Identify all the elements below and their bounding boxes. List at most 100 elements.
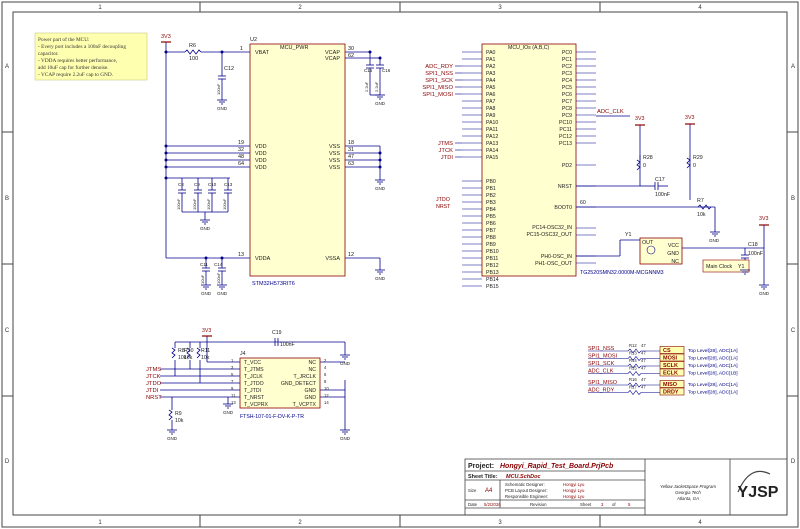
j4-ref: J4 [240, 351, 246, 357]
c16-ref: C16 [382, 68, 391, 73]
port-net: ADC_CLK [588, 369, 614, 375]
note-line: capacitor. [38, 51, 58, 57]
u2-pin: VCAP [325, 56, 340, 62]
j4-pin-right: GND_DETECT [281, 381, 317, 387]
j4-left-net: JTCK [146, 374, 161, 380]
c17-ref: C17 [655, 177, 665, 183]
port-resistor-ref: R13 [629, 351, 637, 356]
u2-pin-num: 19 [238, 140, 244, 146]
org-line: Georgia Tech [675, 490, 701, 495]
u2-pin: VDD [255, 151, 267, 157]
j4-pin-right: NC [309, 367, 317, 373]
io-pc-labels: PC0PC1PC2PC3PC4PC5PC6PC7PC8PC9PC10PC11PC… [559, 50, 572, 147]
note-line: - VDDA requires better performance, [38, 57, 117, 64]
j4-pin-num: 9 [231, 386, 234, 391]
u2-ref: U2 [250, 37, 257, 43]
c8-val: 100nF [176, 198, 181, 210]
u2-pin-num: 13 [238, 252, 244, 258]
io-pa-pin: PA4 [486, 78, 496, 84]
j4-pin-num: 7 [231, 379, 234, 384]
c18-ref: C18 [748, 242, 758, 248]
c12-ref: C12 [224, 66, 234, 72]
main-clock-ref: Y1 [738, 264, 745, 270]
io-pc-pin: PC10 [559, 120, 572, 126]
gnd-label: GND [340, 361, 351, 366]
y1-sine-icon [646, 245, 656, 255]
power-label-3v3: 3V3 [685, 115, 694, 121]
col-label: 1 [98, 5, 102, 11]
junction-dots [164, 50, 382, 260]
c10-ref: C10 [208, 182, 217, 187]
io-pc-pin: PC0 [562, 50, 572, 56]
io-pin: PD2 [562, 163, 572, 169]
c17-val: 100nF [655, 192, 671, 198]
u2-pin-num: 12 [348, 252, 354, 258]
gnd-label: GND [201, 291, 212, 296]
io-pin: BOOT0 [554, 205, 572, 211]
u2-pin: VSS [329, 158, 340, 164]
j4-wires [160, 335, 346, 430]
io-pc-pin: PC11 [559, 127, 572, 133]
io-pa-pin: PA0 [486, 50, 496, 56]
io-pa-pin: PA12 [486, 134, 498, 140]
j4-part: FTSH-107-01-F-DV-K-P-TR [240, 414, 304, 420]
port-resistor-ref: R12 [629, 343, 637, 348]
io-pb-pin: PB8 [486, 235, 496, 241]
u2-body [249, 43, 346, 277]
j4-pin-left: T_JCLK [244, 374, 263, 380]
col-label: 1 [98, 520, 102, 526]
power-label-3v3: 3V3 [161, 34, 171, 40]
r7-ref: R7 [697, 198, 704, 204]
main-clock-label: Main Clock [706, 264, 733, 270]
y1-pin: VCC [668, 243, 679, 249]
io-pin-stubs [462, 51, 596, 287]
u2-pin-num: 64 [238, 161, 244, 167]
gnd-symbols-io [710, 231, 769, 290]
io-pa-pin: PA6 [486, 92, 496, 98]
port-resistor-ref: R16 [629, 377, 637, 382]
row-label: D [5, 459, 10, 465]
project-label: Project: [468, 463, 494, 470]
c19-ref: C19 [272, 330, 282, 336]
sheet-number: 3 [601, 502, 604, 507]
j4-pin-num: 12 [324, 393, 329, 398]
y1-ref: Y1 [625, 232, 632, 238]
io-pb-pin: PB10 [486, 249, 499, 255]
gnd-symbols-j4 [167, 354, 350, 435]
j4-pin-right: NC [309, 360, 317, 366]
note-line: - VCAP require 2.2uF cap to GND. [38, 72, 113, 78]
port-resistor-ref: R14 [629, 358, 637, 363]
io-right-wires [576, 115, 765, 285]
port-resistor-val: 47 [641, 351, 646, 356]
port-name: SCLK [663, 363, 678, 369]
u2-pin-num: 63 [348, 161, 354, 167]
port-name: MOSI [663, 356, 678, 362]
c11-ref: C11 [200, 262, 208, 267]
io-pa-pin: PA15 [486, 155, 498, 161]
size-value: A4 [485, 488, 493, 494]
gnd-label: GND [709, 238, 720, 243]
gnd-label: GND [217, 106, 228, 111]
j4-left-net: JTMS [146, 367, 161, 373]
io-pc-pin: PC3 [562, 71, 572, 77]
port-name: CS [663, 348, 671, 354]
io-pb-pin: PB1 [486, 186, 496, 192]
logo-text: YJSP [738, 484, 779, 501]
r11-val: 10k [201, 355, 210, 361]
revision-label: Revision [530, 502, 547, 507]
col-label: 4 [698, 5, 702, 11]
port-resistor-val: 47 [641, 343, 646, 348]
engineer-label: Responsible Engineer: [505, 494, 548, 499]
power-label-3v3: 3V3 [759, 216, 768, 222]
col-label: 2 [298, 5, 302, 11]
gnd-label: GND [223, 410, 234, 415]
u2-pin-num: 1 [240, 46, 243, 52]
c13-val: 100nF [222, 198, 227, 210]
r29-val: 0 [693, 163, 696, 169]
j4-pin-right: GND [304, 388, 316, 394]
r28-val: 0 [643, 163, 646, 169]
c13-ref: C13 [224, 182, 233, 187]
io-pa-pin: PA5 [486, 85, 496, 91]
y1-part: TG2520SMN32.0000M-MCGNNM3 [580, 270, 664, 276]
